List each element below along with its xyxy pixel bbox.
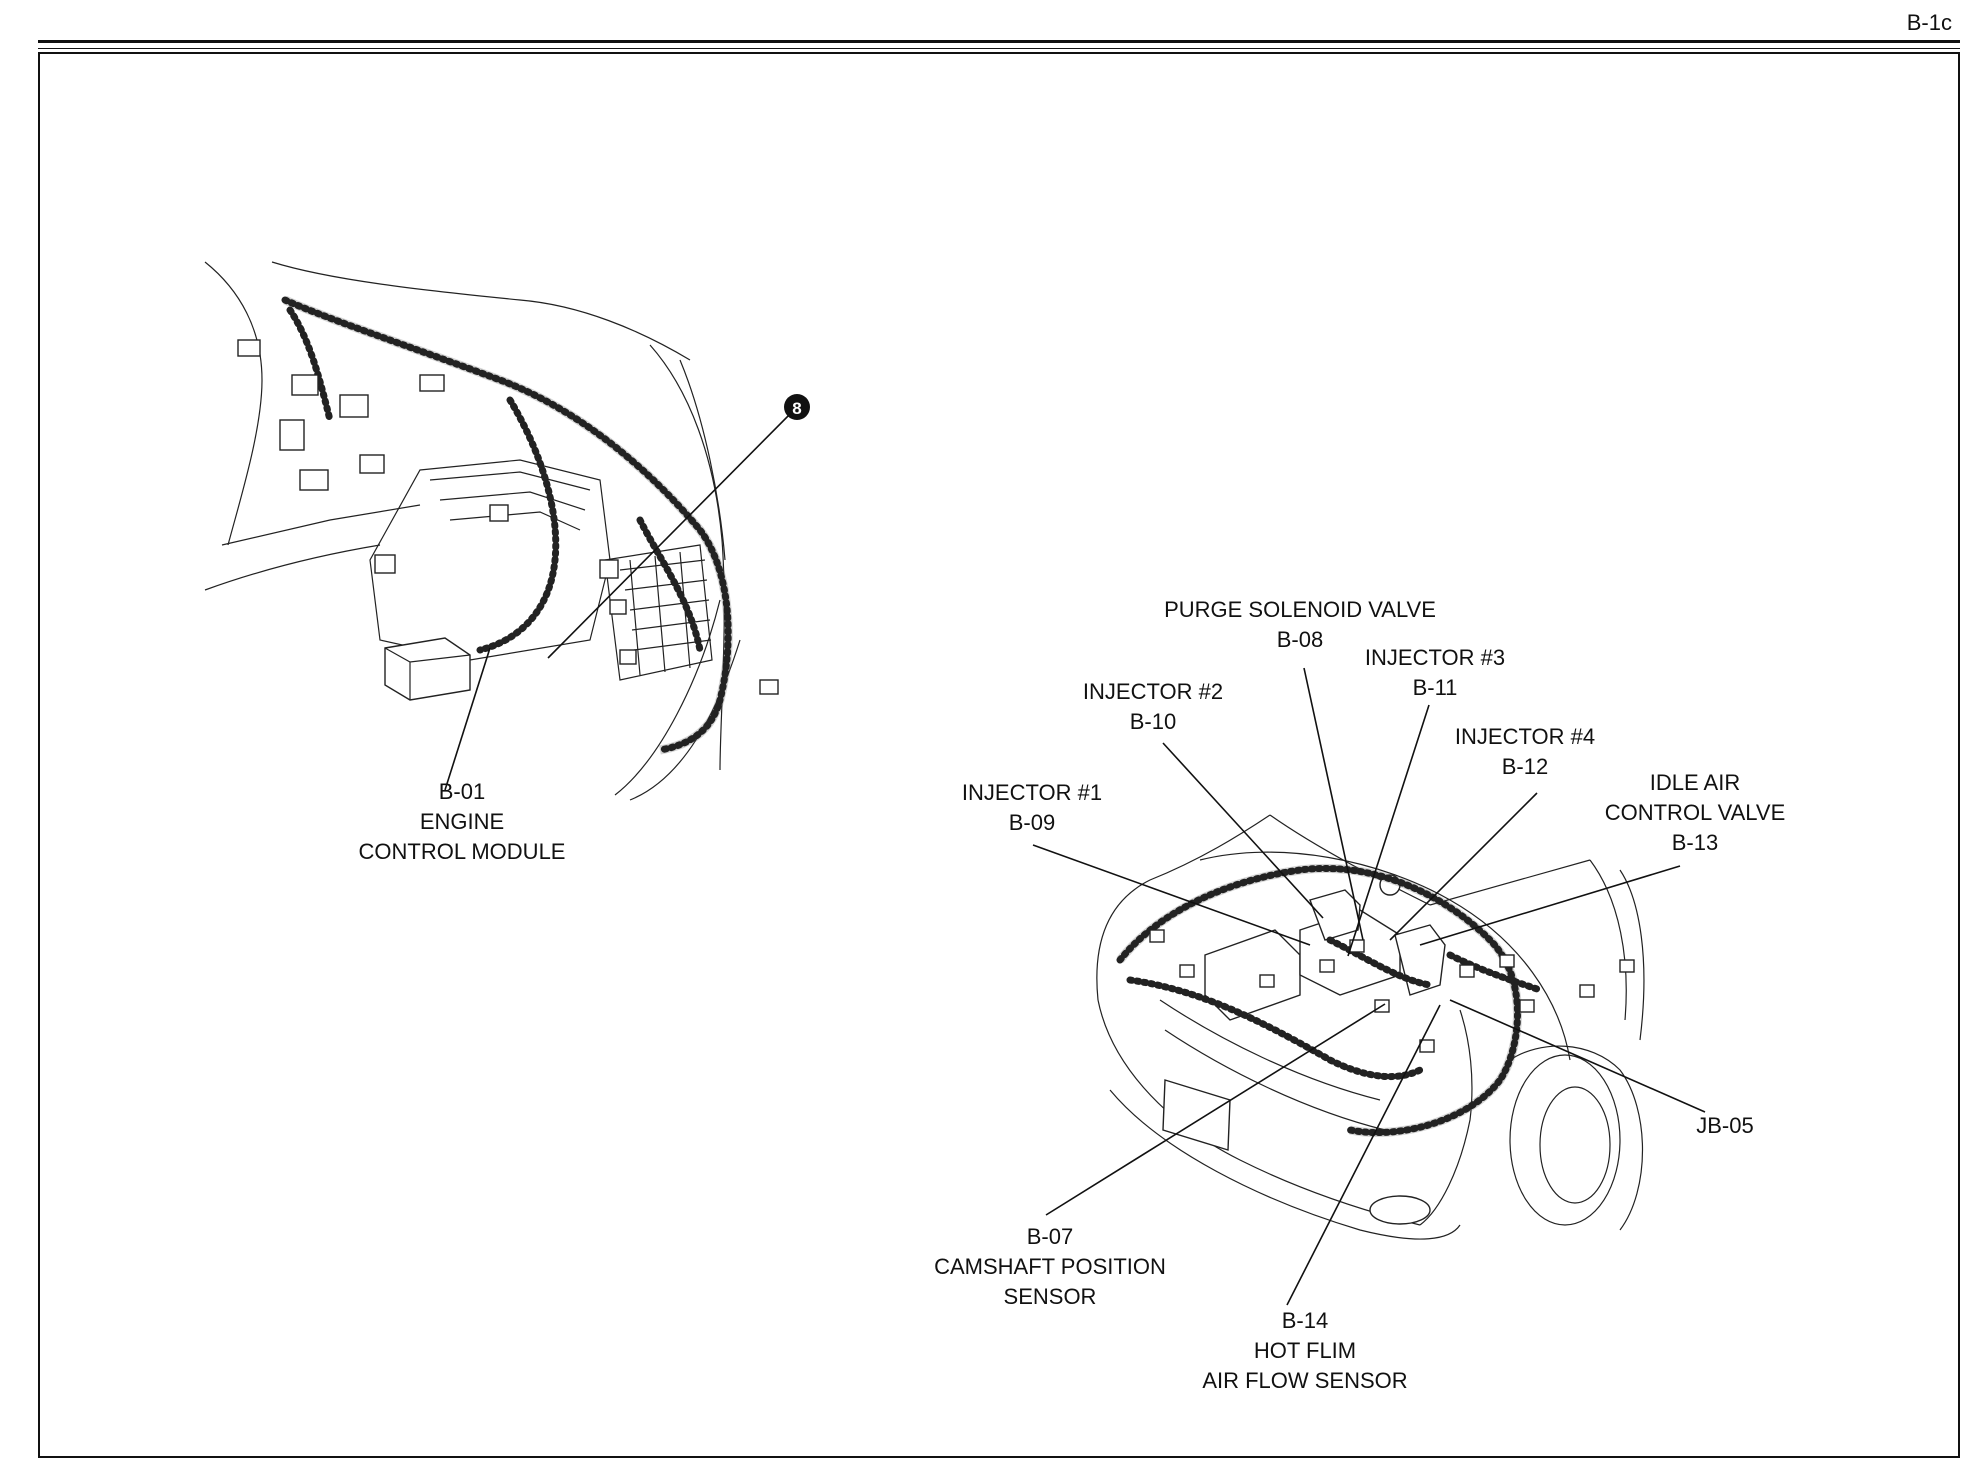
label-b14-hot-flim-air-flow-sensor: B-14 HOT FLIM AIR FLOW SENSOR: [1160, 1306, 1450, 1396]
callout-badge-icon: [784, 394, 810, 420]
b09-name: INJECTOR #1: [961, 780, 1103, 805]
b12-code: B-12: [1501, 754, 1549, 779]
b09-code: B-09: [1008, 810, 1056, 835]
label-b12-injector-4: INJECTOR #4 B-12: [1430, 722, 1620, 782]
label-b01-engine-control-module: B-01 ENGINE CONTROL MODULE: [342, 777, 582, 867]
b07-name-line1: CAMSHAFT POSITION: [934, 1254, 1166, 1279]
label-b13-idle-air-control-valve: IDLE AIR CONTROL VALVE B-13: [1570, 768, 1820, 858]
b07-code: B-07: [1026, 1224, 1074, 1249]
b01-name-line1: ENGINE: [419, 809, 505, 834]
b13-name-line2: CONTROL VALVE: [1604, 800, 1786, 825]
b07-name-line2: SENSOR: [1003, 1284, 1097, 1309]
jb05-code: JB-05: [1696, 1113, 1754, 1138]
header-rule: [38, 40, 1960, 43]
b13-code: B-13: [1671, 830, 1719, 855]
label-b11-injector-3: INJECTOR #3 B-11: [1340, 643, 1530, 703]
b10-code: B-10: [1129, 709, 1177, 734]
b10-name: INJECTOR #2: [1082, 679, 1224, 704]
b14-code: B-14: [1281, 1308, 1329, 1333]
header-rule-thin: [38, 48, 1960, 49]
b14-name-line1: HOT FLIM: [1253, 1338, 1357, 1363]
label-jb05: JB-05: [1670, 1111, 1780, 1141]
page-id: B-1c: [1906, 10, 1952, 35]
label-b07-camshaft-position-sensor: B-07 CAMSHAFT POSITION SENSOR: [900, 1222, 1200, 1312]
b14-name-line2: AIR FLOW SENSOR: [1202, 1368, 1408, 1393]
b01-code: B-01: [438, 779, 486, 804]
label-b08-purge-solenoid-valve: PURGE SOLENOID VALVE B-08: [1115, 595, 1485, 655]
interior-harness-illustration: 8: [204, 261, 810, 801]
callout-badge-number: 8: [792, 399, 801, 418]
diagram-frame: [38, 52, 1960, 1458]
b11-code: B-11: [1412, 675, 1458, 700]
label-b09-injector-1: INJECTOR #1 B-09: [937, 778, 1127, 838]
engine-bay-illustration: [1032, 667, 1706, 1306]
label-b10-injector-2: INJECTOR #2 B-10: [1058, 677, 1248, 737]
b13-name-line1: IDLE AIR: [1649, 770, 1741, 795]
b12-name: INJECTOR #4: [1454, 724, 1596, 749]
b01-name-line2: CONTROL MODULE: [358, 839, 566, 864]
b08-code: B-08: [1276, 627, 1324, 652]
b08-name: PURGE SOLENOID VALVE: [1164, 597, 1436, 622]
b11-name: INJECTOR #3: [1364, 645, 1506, 670]
